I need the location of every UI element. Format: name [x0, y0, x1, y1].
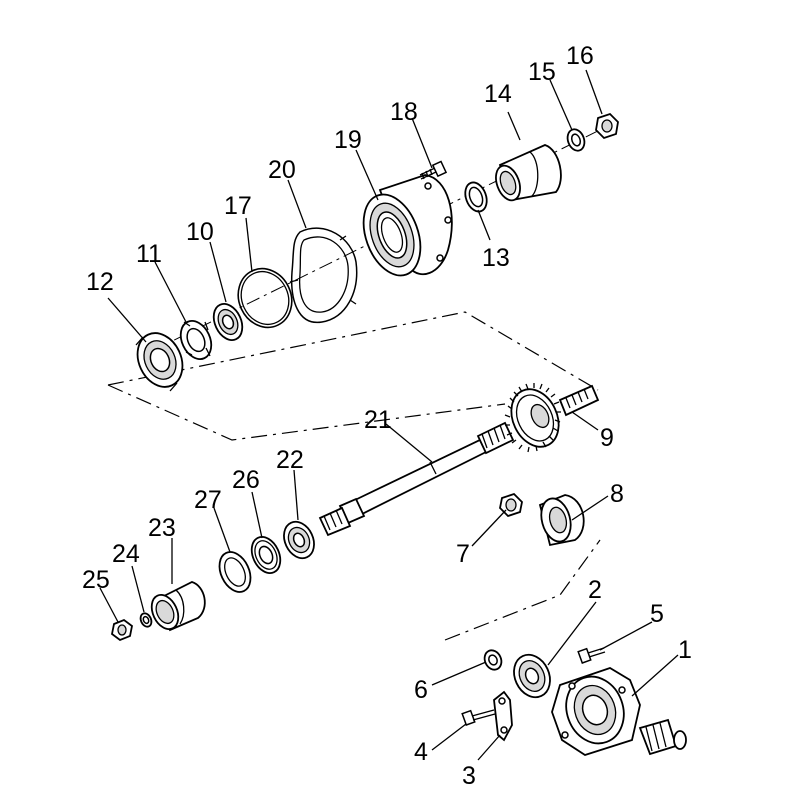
part-13-washer: [464, 181, 488, 213]
part-26-bearing-race: [250, 536, 282, 574]
group-outline-upper: [107, 311, 599, 441]
callout-22: 22: [276, 446, 304, 474]
part-27-seal: [218, 551, 252, 593]
part-18-bolt: [419, 160, 448, 180]
callout-27: 27: [194, 486, 222, 514]
part-11-splined-ring: [179, 320, 213, 360]
callout-23: 23: [148, 514, 176, 542]
part-23-flange: [150, 581, 206, 632]
callout-16: 16: [566, 42, 594, 70]
part-19-bearing-housing: [362, 174, 453, 277]
callout-13: 13: [482, 244, 510, 272]
part-9-bevel-gear: [504, 383, 600, 453]
callout-2: 2: [588, 576, 602, 604]
callout-26: 26: [232, 466, 260, 494]
part-20-shim: [289, 227, 358, 324]
callout-18: 18: [390, 98, 418, 126]
callout-5: 5: [650, 600, 664, 628]
callout-1: 1: [678, 636, 692, 664]
callout-11: 11: [136, 240, 162, 268]
part-25-nut: [111, 618, 133, 642]
callout-4: 4: [414, 738, 428, 766]
part-14-coupling: [495, 144, 562, 202]
callout-8: 8: [610, 480, 624, 508]
part-22-bearing: [283, 520, 315, 560]
callout-6: 6: [414, 676, 428, 704]
callout-9: 9: [600, 424, 614, 452]
part-3-bracket: [493, 690, 513, 742]
part-21-shaft: [318, 421, 515, 537]
callout-17: 17: [224, 192, 252, 220]
part-10-bearing: [212, 303, 244, 341]
callout-21: 21: [364, 406, 392, 434]
part-8-pinion-gear: [538, 494, 585, 547]
part-4-bolt: [461, 709, 496, 726]
part-15-washer: [566, 128, 586, 152]
part-5-bolt: [577, 647, 606, 664]
callout-10: 10: [186, 218, 214, 246]
callout-14: 14: [484, 80, 512, 108]
part-12-bearing: [135, 332, 184, 392]
callout-3: 3: [462, 762, 476, 790]
group-outline-pinion: [444, 539, 601, 641]
callout-24: 24: [112, 540, 140, 568]
callout-7: 7: [456, 540, 470, 568]
callout-20: 20: [268, 156, 296, 184]
part-1-gear-housing: [551, 667, 687, 756]
part-24-washer: [139, 612, 153, 628]
part-16-nut: [595, 112, 619, 140]
part-6-washer: [483, 649, 503, 671]
callout-labels: 1 2 3 4 5 6 7 8 9 10 11 12 13 14 15 16 1…: [82, 42, 692, 790]
callout-15: 15: [528, 58, 556, 86]
leader-lines: [99, 69, 679, 761]
callout-12: 12: [86, 268, 114, 296]
callout-19: 19: [334, 126, 362, 154]
callout-25: 25: [82, 566, 110, 594]
part-2-bearing: [513, 653, 551, 699]
